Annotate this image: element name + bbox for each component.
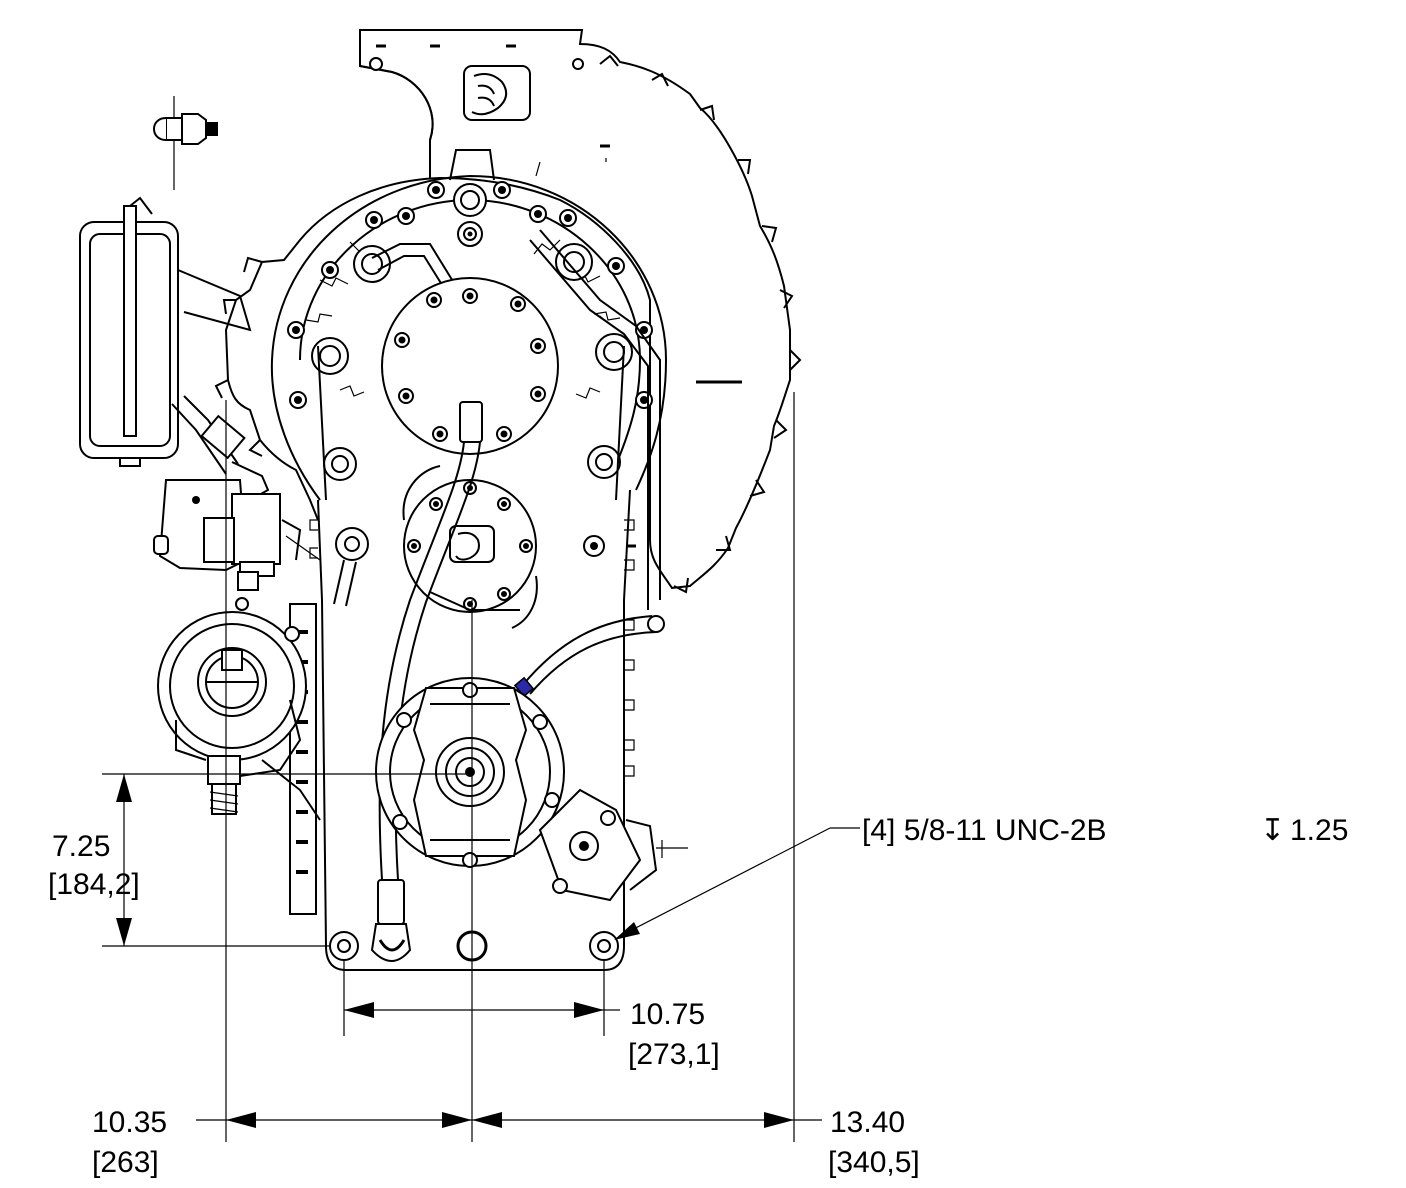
perimeter-bolts — [287, 181, 653, 409]
dim-left-metric: [263] — [92, 1146, 159, 1179]
left-motor — [157, 597, 321, 915]
right-sweep-pipe — [513, 615, 665, 698]
dim-right-imperial: 13.40 — [830, 1106, 905, 1139]
lower-yoke — [375, 677, 565, 868]
dim-vertical-height — [116, 774, 132, 946]
fastener-detail — [153, 96, 218, 190]
upper-flange — [381, 277, 559, 455]
dim-bolt-spacing — [344, 1002, 620, 1018]
lower-right-pump — [538, 788, 688, 902]
dim-right-metric: [340,5] — [828, 1146, 920, 1179]
dim-left-imperial: 10.35 — [92, 1106, 167, 1139]
plate-bosses — [333, 527, 636, 607]
dim-height-metric: [184,2] — [48, 868, 140, 901]
dim-offsets — [196, 1112, 822, 1128]
dim-height-imperial: 7.25 — [52, 830, 110, 863]
reservoir-tank — [79, 196, 270, 501]
main-housing-circle — [270, 174, 668, 501]
housing-outline — [224, 29, 791, 590]
pipe-upper-right — [529, 229, 661, 610]
middle-flange — [402, 465, 538, 629]
side-bosses — [311, 333, 633, 501]
top-bracket — [359, 30, 610, 178]
bottom-holes — [329, 923, 619, 962]
depth-value: 1.25 — [1290, 814, 1348, 847]
plate-notches — [309, 519, 635, 777]
center-lines — [102, 392, 795, 1142]
top-boss — [449, 149, 495, 247]
thread-callout-leader — [614, 827, 860, 940]
body-plate — [317, 489, 631, 971]
thread-spec-label: [4] 5/8-11 UNC-2B — [862, 814, 1107, 847]
dim-spacing-metric: [273,1] — [628, 1038, 720, 1071]
valve-block — [153, 479, 321, 591]
housing-notches — [214, 54, 802, 594]
dim-spacing-imperial: 10.75 — [630, 998, 705, 1031]
depth-symbol: ↧ — [1260, 814, 1285, 847]
